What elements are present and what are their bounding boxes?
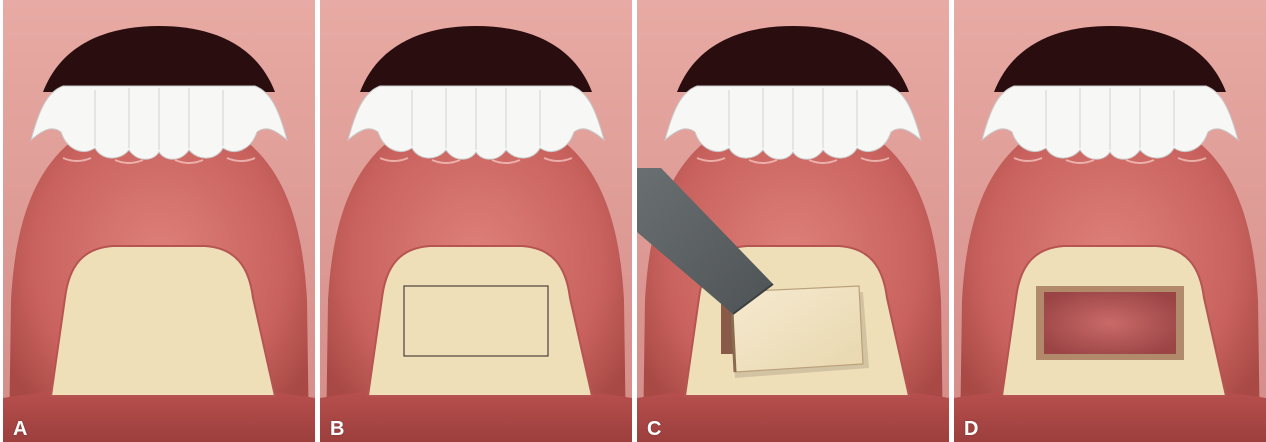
mouth-illustration [637, 0, 949, 442]
panel-label-c: C [647, 418, 661, 440]
panel-label-a: A [13, 418, 27, 440]
panel-b: B [320, 0, 632, 442]
mouth-illustration [954, 0, 1266, 442]
panel-a: A [3, 0, 315, 442]
bone-window [1044, 292, 1176, 354]
panel-label-b: B [330, 418, 344, 440]
panel-d: D [954, 0, 1266, 442]
panel-c: C [637, 0, 949, 442]
mouth-illustration [320, 0, 632, 442]
bone-plate [51, 246, 275, 396]
panel-label-d: D [964, 418, 978, 440]
mouth-illustration [3, 0, 315, 442]
bone-plate [368, 246, 592, 396]
